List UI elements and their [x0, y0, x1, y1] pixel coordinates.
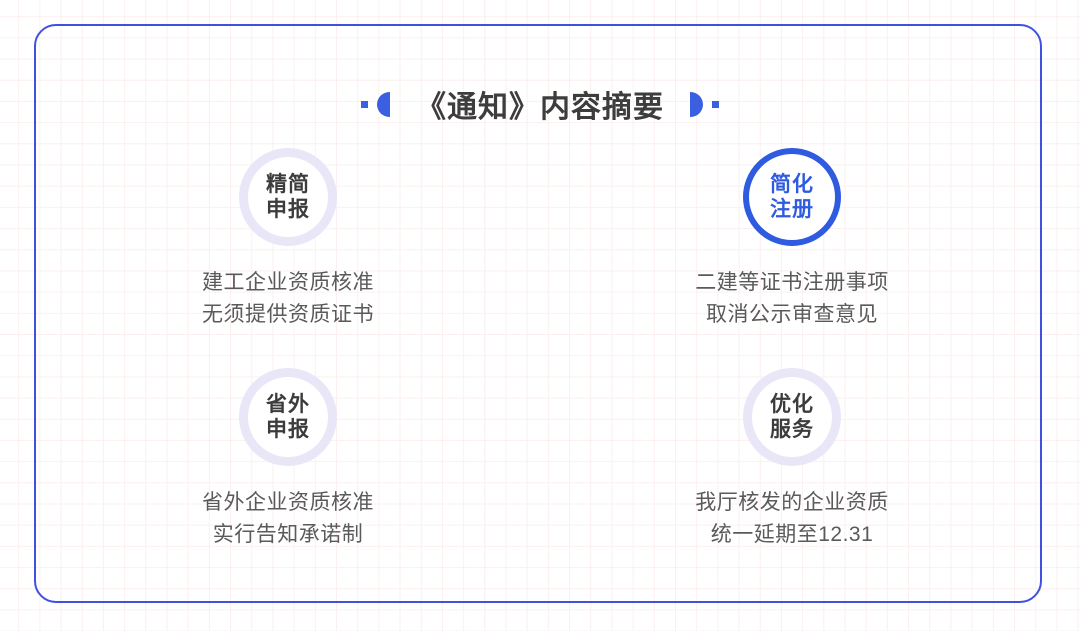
summary-items-grid: 精简 申报 建工企业资质核准 无须提供资质证书 简化 注册 二建等证书注册事项 … — [36, 148, 1044, 588]
badge-label-line1: 省外 — [266, 393, 310, 416]
page-title: 《通知》内容摘要 — [416, 91, 664, 124]
caption-shengwai-shenbao: 省外企业资质核准 实行告知承诺制 — [202, 487, 374, 551]
summary-item-jianhua-zhuce: 简化 注册 二建等证书注册事项 取消公示审查意见 — [540, 148, 1044, 368]
caption-jianhua-zhuce: 二建等证书注册事项 取消公示审查意见 — [695, 267, 889, 331]
badge-label-line2: 注册 — [770, 198, 814, 221]
title-row: 《通知》内容摘要 — [36, 82, 1044, 126]
summary-item-jingjian-shenbao: 精简 申报 建工企业资质核准 无须提供资质证书 — [36, 148, 540, 368]
badge-shengwai-shenbao: 省外 申报 — [239, 368, 337, 466]
caption-line1: 我厅核发的企业资质 — [695, 491, 889, 514]
badge-jianhua-zhuce: 简化 注册 — [743, 148, 841, 246]
caption-line1: 建工企业资质核准 — [202, 271, 374, 294]
badge-label-line1: 优化 — [770, 393, 814, 416]
half-circle-right-icon — [690, 91, 703, 117]
badge-jingjian-shenbao: 精简 申报 — [239, 148, 337, 246]
title-ornament-right — [690, 91, 719, 117]
summary-item-shengwai-shenbao: 省外 申报 省外企业资质核准 实行告知承诺制 — [36, 368, 540, 588]
half-circle-left-icon — [377, 91, 390, 117]
summary-item-youhua-fuwu: 优化 服务 我厅核发的企业资质 统一延期至12.31 — [540, 368, 1044, 588]
caption-line2: 统一延期至12.31 — [710, 523, 874, 546]
square-dot-icon — [712, 100, 719, 108]
caption-youhua-fuwu: 我厅核发的企业资质 统一延期至12.31 — [695, 487, 889, 551]
square-dot-icon — [361, 100, 368, 108]
summary-card: 《通知》内容摘要 精简 申报 建工企业资质核准 无须提供资质证书 简化 注册 二… — [34, 24, 1042, 603]
badge-label-line2: 申报 — [266, 418, 310, 441]
caption-line1: 省外企业资质核准 — [202, 491, 374, 514]
title-ornament-left — [361, 91, 390, 117]
caption-line2: 实行告知承诺制 — [212, 523, 364, 546]
badge-label-line2: 申报 — [266, 198, 310, 221]
badge-label-line1: 精简 — [266, 173, 310, 196]
caption-line2: 无须提供资质证书 — [202, 303, 374, 326]
badge-youhua-fuwu: 优化 服务 — [743, 368, 841, 466]
badge-label-line1: 简化 — [770, 173, 814, 196]
caption-line1: 二建等证书注册事项 — [695, 271, 889, 294]
badge-label-line2: 服务 — [770, 418, 814, 441]
caption-jingjian-shenbao: 建工企业资质核准 无须提供资质证书 — [202, 267, 374, 331]
caption-line2: 取消公示审查意见 — [706, 303, 878, 326]
